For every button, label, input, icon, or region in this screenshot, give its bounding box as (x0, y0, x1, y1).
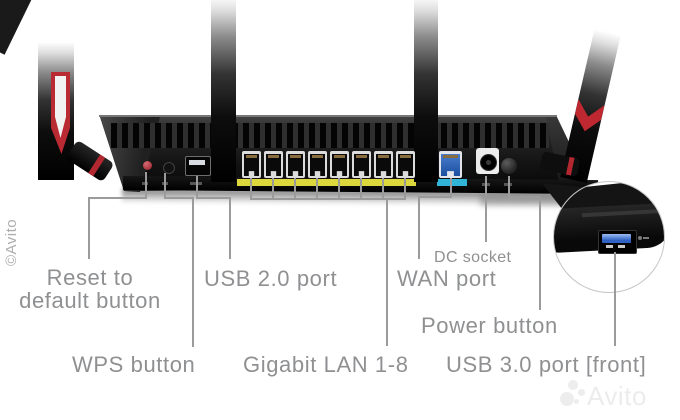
reset-button (143, 161, 152, 170)
label-usb3: USB 3.0 port [front] (446, 352, 647, 377)
leader-wan-drop (418, 196, 420, 259)
leader-lan-stub-7 (382, 178, 384, 199)
wan-stripe (437, 179, 467, 186)
leader-usb3-drop (614, 252, 616, 346)
leader-lan-stub-8 (404, 178, 406, 199)
usb3-contact-2 (618, 245, 625, 248)
leader-wps-jog (164, 197, 194, 199)
dc-socket-hole (480, 154, 497, 171)
leader-usb2-stub (196, 176, 198, 198)
inset-circle (553, 181, 665, 293)
ss-usb-icon-2 (643, 237, 649, 239)
avito-logo-text: Avito (587, 381, 647, 411)
leader-reset-drop (88, 197, 90, 259)
leader-lan-drop (386, 198, 388, 346)
lan-port-7 (374, 151, 393, 178)
wan-port (439, 151, 462, 178)
lan-port-6 (352, 151, 371, 178)
leader-usb2-jog (196, 197, 231, 199)
dc-socket-pin (486, 160, 491, 165)
avito-logo-dot-3 (578, 389, 585, 396)
leader-dc-drop (485, 176, 487, 242)
label-power: Power button (421, 313, 558, 338)
watermark-bottom-right: Avito (560, 380, 670, 414)
power-button (501, 158, 517, 174)
ss-usb-icon (638, 236, 642, 240)
avito-logo-dot-1 (560, 392, 574, 406)
antenna-mid-right (414, 0, 438, 182)
leader-reset-stub (145, 172, 147, 198)
lan-port-5 (330, 151, 349, 178)
lan-port-2 (264, 151, 283, 178)
leader-lan-stub-4 (316, 178, 318, 199)
lan-port-8 (396, 151, 415, 178)
lan-port-1 (242, 151, 261, 178)
hinge-right-red-ring (565, 156, 575, 176)
watermark-left: ©Avito (3, 218, 20, 266)
leader-power-drop (539, 196, 541, 310)
usb2-port (185, 156, 211, 176)
label-reset-line2: default button (19, 288, 161, 313)
leader-wps-drop (192, 197, 194, 347)
antenna-left (38, 42, 74, 180)
leader-power-jog (508, 196, 541, 198)
lan-stripe (237, 179, 416, 186)
usb3-contact-1 (606, 245, 613, 248)
leader-lan-stub-6 (360, 178, 362, 199)
label-wan: WAN port (397, 266, 497, 291)
leader-power-stub (508, 176, 510, 198)
vent-grille (111, 123, 549, 148)
antenna-corner-tip (0, 0, 32, 55)
leader-reset-jog (88, 197, 147, 199)
lan-port-4 (308, 151, 327, 178)
leader-lan-stub-2 (272, 178, 274, 199)
leader-lan-bus (250, 198, 406, 200)
antenna-left-highlight (55, 76, 66, 138)
router-top-edge (99, 115, 557, 117)
usb2-tongue (189, 160, 205, 165)
label-wps: WPS button (72, 352, 196, 377)
leader-wps-stub (164, 173, 166, 198)
label-reset-line1: Reset to (46, 265, 134, 290)
leader-wan-jog (418, 196, 452, 198)
leader-wan-stub (450, 178, 452, 198)
label-reset: Reset to default button (8, 266, 172, 312)
avito-logo-dot-4 (574, 399, 579, 404)
label-usb2: USB 2.0 port (204, 266, 338, 291)
label-lan: Gigabit LAN 1-8 (243, 352, 409, 377)
hinge-left-red-ring (88, 154, 106, 177)
dc-socket (476, 148, 499, 174)
usb3-tongue (602, 234, 631, 243)
leader-lan-stub-5 (338, 178, 340, 199)
avito-logo-dot-2 (568, 380, 578, 390)
leader-usb2-drop (229, 197, 231, 259)
wps-button (163, 162, 175, 174)
antenna-right-red-chevron (572, 99, 605, 134)
leader-lan-stub-1 (250, 178, 252, 199)
leader-lan-stub-3 (294, 178, 296, 199)
antenna-mid-left (211, 0, 236, 182)
label-dc: DC socket (434, 249, 512, 266)
chassis-shadow-right (480, 196, 630, 206)
lan-port-3 (286, 151, 305, 178)
